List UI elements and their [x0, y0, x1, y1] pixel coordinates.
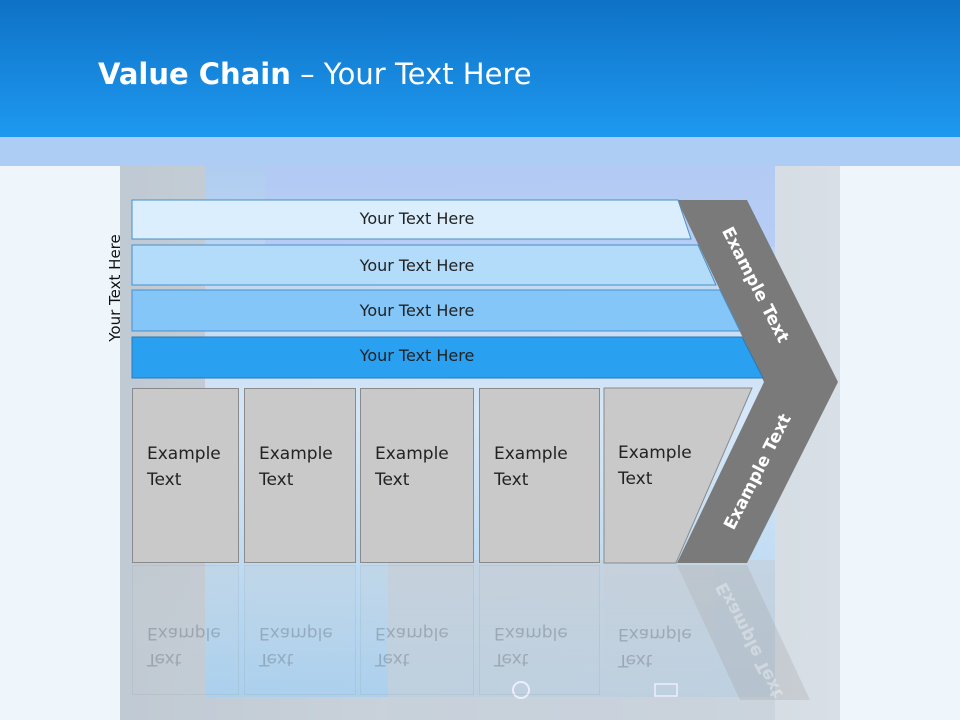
- title-bar: [0, 0, 960, 137]
- title-strip: [0, 137, 960, 166]
- bar-3-text: Your Text Here: [359, 301, 475, 320]
- vertical-label: Your Text Here: [106, 234, 124, 342]
- slide-title: Value Chain – Your Text Here: [98, 56, 532, 92]
- cell-5-line2: Text: [618, 469, 653, 489]
- title-rest: – Your Text Here: [300, 57, 532, 91]
- bar-1-text: Your Text Here: [359, 209, 475, 228]
- chevron: [677, 200, 838, 563]
- cell-1-line1: Example: [147, 444, 221, 464]
- cell-4-line2: Text: [494, 470, 529, 490]
- cell-3-line2: Text: [375, 470, 410, 490]
- cell-1-line2: Text: [147, 470, 182, 490]
- support-bar-1: [131, 199, 692, 240]
- power-icon: [512, 681, 530, 699]
- primary-activity-2: Example Text: [244, 388, 356, 563]
- cell-2-line1: Example: [259, 444, 333, 464]
- cell-4-line1: Example: [494, 444, 568, 464]
- cell-5-line1: Example: [618, 443, 692, 463]
- menu-icon: [654, 683, 678, 697]
- cell-3-line1: Example: [375, 444, 449, 464]
- title-bold: Value Chain: [98, 57, 291, 91]
- primary-activity-5-text: Example Text: [618, 440, 692, 492]
- primary-activity-1: Example Text: [132, 388, 239, 563]
- bar-4-text: Your Text Here: [359, 346, 475, 365]
- support-bar-4: [131, 336, 764, 379]
- support-bar-3: [131, 289, 741, 332]
- primary-activity-4: Example Text: [479, 388, 600, 563]
- bar-2-text: Your Text Here: [359, 256, 475, 275]
- primary-activity-5: [603, 387, 753, 564]
- cell-2-line2: Text: [259, 470, 294, 490]
- support-bar-2: [131, 244, 717, 286]
- chevron-reflection: [677, 565, 810, 700]
- primary-activity-3: Example Text: [360, 388, 474, 563]
